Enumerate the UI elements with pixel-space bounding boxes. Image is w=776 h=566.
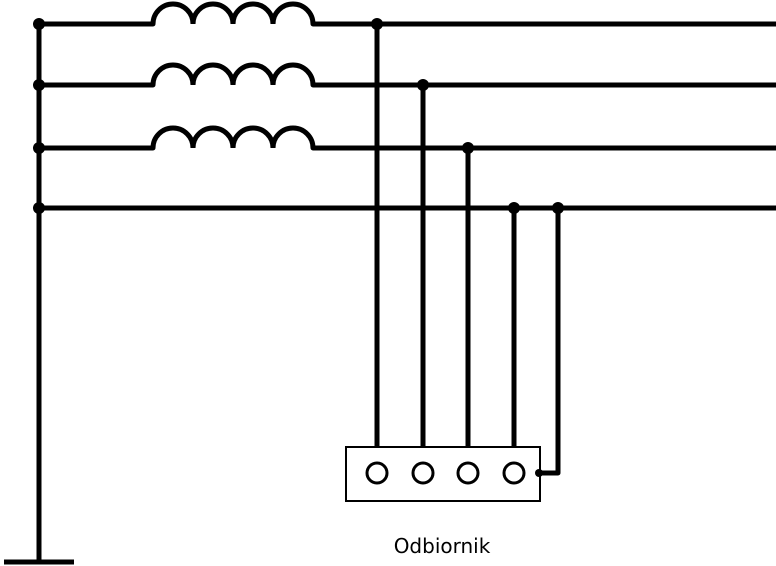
line-l3 — [39, 125, 776, 151]
coil-l3 — [150, 125, 316, 151]
junction-dot — [33, 79, 45, 91]
drop-wire-pe — [539, 208, 561, 476]
pe-junction-dot — [535, 469, 543, 477]
line-l2 — [39, 62, 776, 88]
junction-dot — [33, 142, 45, 154]
junction-dot — [462, 142, 474, 154]
junction-dot — [417, 79, 429, 91]
terminal-4 — [502, 461, 526, 485]
coil-l2 — [150, 62, 316, 88]
junction-dot — [33, 18, 45, 30]
load-label: Odbiornik — [394, 534, 491, 558]
junction-dot — [508, 202, 520, 214]
terminal-1 — [365, 461, 389, 485]
terminal-3 — [456, 461, 480, 485]
terminal-2 — [411, 461, 435, 485]
junction-dot — [371, 18, 383, 30]
junction-dot — [33, 202, 45, 214]
line-l1 — [39, 1, 776, 27]
junction-dot — [552, 202, 564, 214]
coil-l1 — [150, 1, 316, 27]
